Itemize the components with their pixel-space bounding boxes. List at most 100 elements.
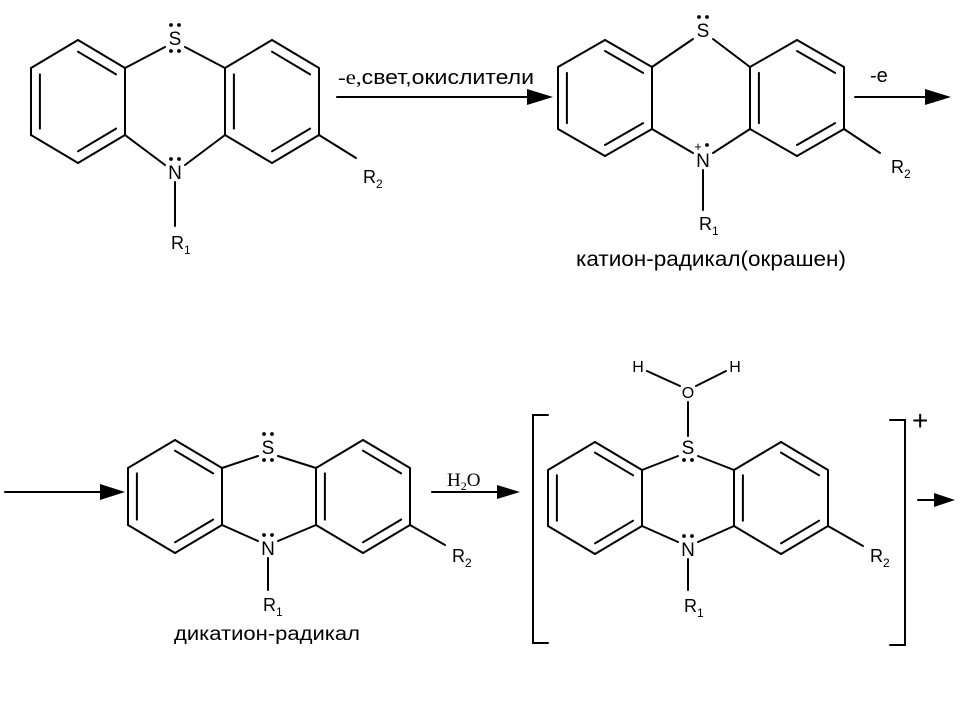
sulfur-lone-pair-dot	[169, 23, 173, 27]
ring-bond	[749, 39, 798, 68]
carbon-sulfur-bond	[651, 38, 694, 68]
arrowhead	[934, 493, 955, 507]
nitrogen-lone-pair-dot	[682, 534, 686, 538]
ring-bond	[362, 524, 411, 554]
ring-bond	[315, 524, 364, 554]
sulfur-lone-pair-dot	[705, 15, 709, 19]
r1-substituent-label-subscript: 1	[712, 224, 719, 238]
double-bond-inner-line	[594, 451, 635, 477]
double-bond-inner-line	[362, 449, 403, 475]
nitrogen-charge-label: +	[694, 139, 702, 154]
r1-substituent-label-subscript: 1	[276, 605, 283, 619]
r2-substituent-label-subscript: 2	[904, 167, 911, 181]
r2-substituent-label: R2	[452, 546, 472, 570]
r2-substituent-label-letter: R	[891, 157, 904, 177]
double-bond-inner-line	[174, 518, 215, 544]
carbon-nitrogen-bond	[651, 128, 694, 154]
carbon-nitrogen-bond	[712, 128, 751, 154]
ring-bond	[127, 439, 176, 469]
carbon-nitrogen-bond	[124, 134, 166, 166]
sulfur-atom-label: S	[169, 29, 182, 50]
nitrogen-atom-label: N	[168, 163, 182, 184]
r2-substituent-label-subscript: 2	[465, 556, 472, 570]
ring-bond	[77, 39, 126, 69]
carbon-nitrogen-bond	[641, 525, 679, 543]
reagent-subscript: 2	[461, 479, 467, 493]
ring-bond	[547, 441, 596, 471]
double-bond-inner-line	[174, 449, 215, 475]
ring-bond	[594, 525, 643, 555]
ring-bond	[224, 39, 273, 69]
double-bond-inner-line	[604, 122, 645, 146]
double-bond-inner-line	[780, 451, 821, 477]
sulfur-lone-pair-dot	[177, 49, 181, 53]
complex-charge-label: +	[912, 405, 928, 436]
thiazine-ring	[124, 46, 226, 166]
reagent-oxygen: O	[467, 470, 481, 491]
double-bond-inner-line	[362, 518, 403, 544]
ring-bond	[174, 524, 223, 554]
oxygen-hydrogen-bond	[695, 370, 727, 387]
nitrogen-lone-pair-dot	[262, 533, 266, 537]
ring-bond	[362, 439, 411, 469]
arrowhead	[925, 89, 951, 105]
ring-bond	[594, 441, 643, 471]
right-benzene-ring	[733, 441, 829, 555]
carbon-sulfur-bond	[697, 455, 735, 471]
nitrogen-lone-pair-dot	[690, 534, 694, 538]
r1-substituent-label-letter: R	[684, 596, 697, 616]
sulfur-atom-label: S	[697, 21, 710, 42]
ring-bond	[557, 128, 606, 157]
r2-substituent-label-letter: R	[452, 546, 465, 566]
ring-bond	[127, 524, 176, 554]
sulfur-lone-pair-dot	[177, 23, 181, 27]
ring-r2-bond	[843, 128, 881, 154]
carbon-sulfur-bond	[712, 38, 751, 68]
carbon-sulfur-bond	[124, 46, 166, 69]
sulfur-lone-pair-dot	[169, 49, 173, 53]
ring-bond	[796, 128, 845, 157]
right-benzene-ring	[224, 39, 320, 164]
ring-bond	[780, 441, 829, 471]
cation-radical-caption: катион-радикал(окрашен)	[576, 248, 846, 271]
sulfur-lone-pair-dot	[270, 432, 274, 436]
nitrogen-atom-label: N	[696, 151, 710, 172]
ring-r2-bond	[827, 525, 864, 547]
nitrogen-lone-pair-dot	[177, 157, 181, 161]
r1-substituent-label: R1	[171, 233, 191, 257]
arrowhead	[100, 484, 125, 500]
ring-bond	[315, 439, 364, 469]
r1-substituent-label-letter: R	[699, 214, 712, 234]
carbon-nitrogen-bond	[277, 524, 317, 542]
water-reagent-label: H2O	[447, 470, 480, 493]
right-bracket	[889, 419, 906, 646]
ring-bond	[604, 128, 653, 157]
carbon-nitrogen-bond	[221, 524, 259, 542]
carbon-sulfur-bond	[641, 455, 679, 471]
r1-substituent-label-letter: R	[263, 595, 276, 615]
ring-bond	[733, 441, 782, 471]
r2-substituent-label: R2	[870, 546, 890, 570]
left-benzene-ring	[30, 39, 126, 164]
r2-substituent-label-subscript: 2	[883, 556, 890, 570]
r1-substituent-label: R1	[263, 595, 283, 619]
nitrogen-lone-pair-dot	[169, 157, 173, 161]
arrowhead	[527, 89, 553, 105]
sulfur-lone-pair-dot	[262, 432, 266, 436]
nitrogen-radical-dot	[705, 143, 709, 147]
sulfur-lone-pair-dot	[270, 458, 274, 462]
nitrogen-atom-label: N	[681, 540, 695, 561]
thiazine-ring	[221, 455, 317, 542]
carbon-nitrogen-bond	[184, 134, 226, 166]
double-bond-inner-line	[271, 50, 312, 76]
carbon-sulfur-bond	[277, 455, 317, 469]
arrowhead	[497, 485, 520, 499]
oxygen-hydrogen-bond	[646, 370, 681, 387]
oxidation-conditions-label: -e,свет,окислители	[338, 67, 534, 89]
